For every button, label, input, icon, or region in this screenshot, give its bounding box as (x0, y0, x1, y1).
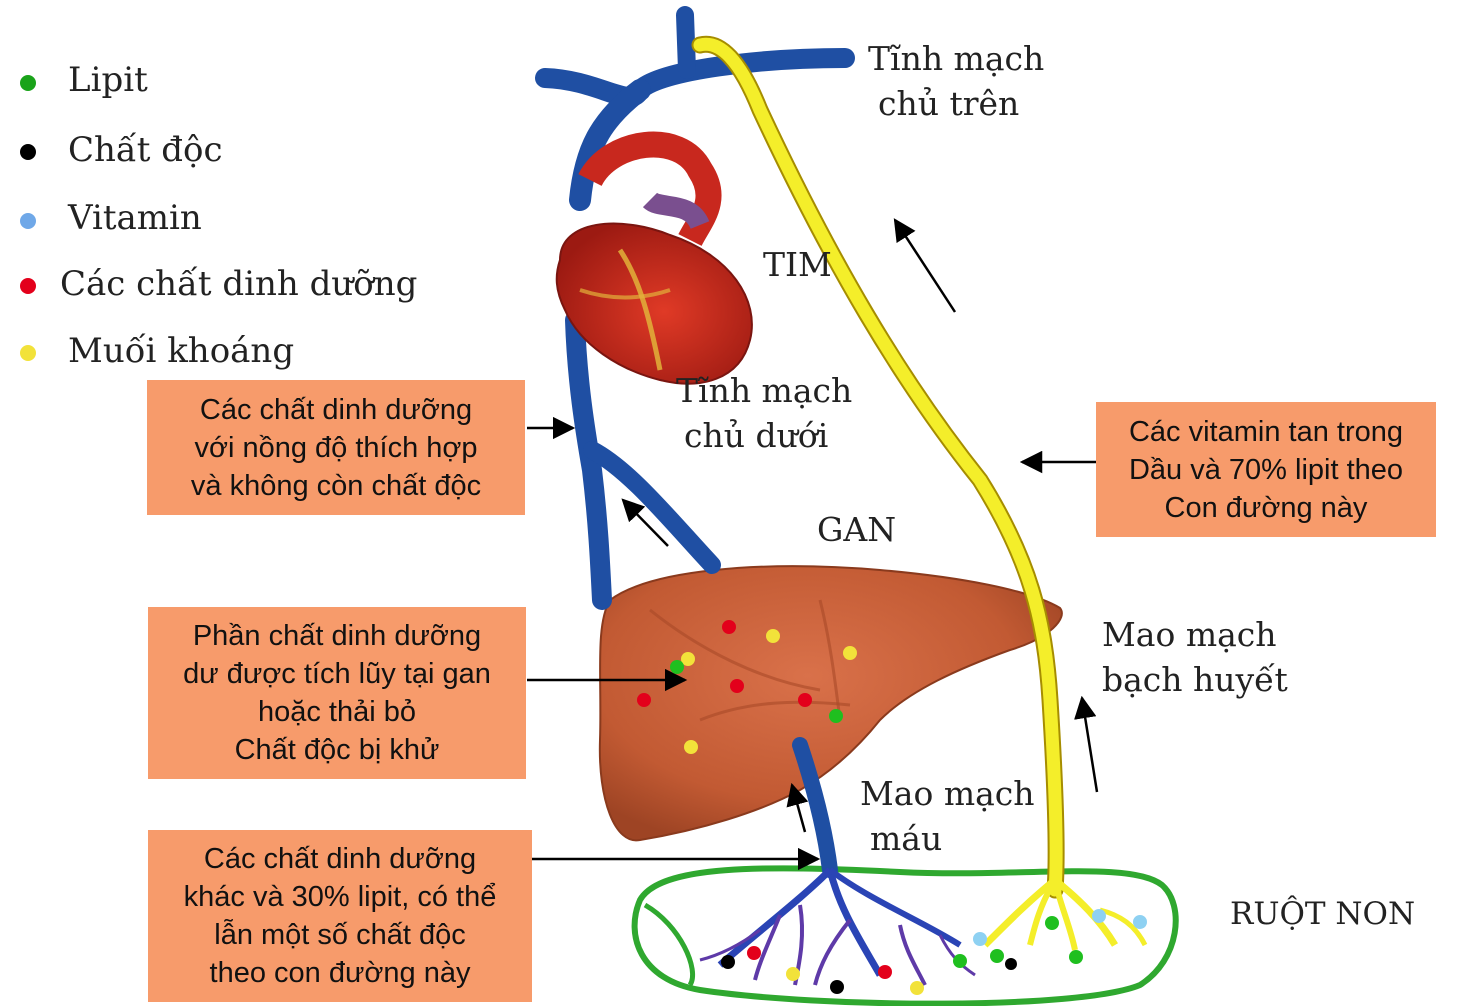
dot-vitamin (1133, 915, 1147, 929)
label-liver: GAN (817, 507, 896, 552)
dot-lipid (670, 660, 684, 674)
legend-label-nutrients: Các chất dinh dưỡng (60, 264, 417, 304)
arrow-svc-up (895, 220, 955, 312)
callout-line: Chất độc bị khử (148, 731, 526, 769)
dot-toxin (830, 980, 844, 994)
label-lymph-line2: bạch huyết (1102, 657, 1288, 702)
legend-dot-nutrient (20, 278, 36, 294)
label-heart: TIM (763, 242, 832, 287)
callout-blood-route: Các chất dinh dưỡng khác và 30% lipit, c… (148, 830, 532, 1002)
legend-dot-vitamin (20, 213, 36, 229)
dot-mineral (766, 629, 780, 643)
legend-label-mineral: Muối khoáng (68, 331, 294, 371)
dot-nutrient (637, 693, 651, 707)
callout-line: theo con đường này (148, 954, 532, 992)
dot-nutrient (722, 620, 736, 634)
legend-dot-mineral (20, 345, 36, 361)
label-lymph-line1: Mao mạch (1102, 612, 1288, 657)
callout-line: Các chất dinh dưỡng (148, 840, 532, 878)
callout-line: Con đường này (1096, 489, 1436, 527)
label-lymph-capillary: Mao mạch bạch huyết (1102, 612, 1288, 702)
dot-nutrient (747, 946, 761, 960)
arrow-portal-up (792, 785, 805, 832)
callout-line: Các chất dinh dưỡng (147, 391, 525, 429)
label-small-intestine: RUỘT NON (1230, 892, 1415, 937)
callout-filtered-nutrients: Các chất dinh dưỡng với nồng độ thích hợ… (147, 380, 525, 515)
dot-nutrient (730, 679, 744, 693)
dot-vitamin (1092, 909, 1106, 923)
callout-line: lẫn một số chất độc (148, 916, 532, 954)
label-svc-line1: Tĩnh mạch (868, 36, 1044, 81)
small-intestine (635, 868, 1176, 1003)
legend-label-vitamin: Vitamin (68, 198, 202, 238)
label-ivc-line1: Tĩnh mạch (676, 368, 852, 413)
callout-line: hoặc thải bỏ (148, 693, 526, 731)
dot-toxin (1005, 958, 1017, 970)
label-blood-line2: máu (860, 816, 1035, 861)
dot-toxin (721, 955, 735, 969)
callout-line: dư được tích lũy tại gan (148, 655, 526, 693)
legend-label-toxin: Chất độc (68, 130, 223, 170)
dot-lipid (1069, 950, 1083, 964)
callout-line: khác và 30% lipit, có thể (148, 878, 532, 916)
dot-lipid (990, 949, 1004, 963)
dot-lipid (829, 709, 843, 723)
label-inferior-vena-cava: Tĩnh mạch chủ dưới (676, 368, 852, 458)
dot-nutrient (798, 693, 812, 707)
dot-mineral (786, 967, 800, 981)
label-ivc-line2: chủ dưới (676, 413, 852, 458)
arrow-lymph-up (1082, 698, 1097, 792)
legend-label-lipid: Lipit (68, 60, 148, 100)
dot-lipid (1045, 916, 1059, 930)
dot-nutrient (878, 965, 892, 979)
dot-lipid (953, 954, 967, 968)
callout-line: với nồng độ thích hợp (147, 429, 525, 467)
label-superior-vena-cava: Tĩnh mạch chủ trên (868, 36, 1044, 126)
callout-line: Dầu và 70% lipit theo (1096, 451, 1436, 489)
callout-liver-storage: Phần chất dinh dưỡng dư được tích lũy tạ… (148, 607, 526, 779)
label-blood-capillary: Mao mạch máu (860, 771, 1035, 861)
legend-dot-lipid (20, 75, 36, 91)
dot-vitamin (973, 932, 987, 946)
callout-line: Phần chất dinh dưỡng (148, 617, 526, 655)
callout-line: Các vitamin tan trong (1096, 413, 1436, 451)
callout-lymph-route: Các vitamin tan trong Dầu và 70% lipit t… (1096, 402, 1436, 537)
callout-line: và không còn chất độc (147, 467, 525, 505)
dot-mineral (843, 646, 857, 660)
dot-mineral (684, 740, 698, 754)
label-svc-line2: chủ trên (868, 81, 1044, 126)
dot-mineral (910, 981, 924, 995)
label-blood-line1: Mao mạch (860, 771, 1035, 816)
legend-dots (20, 75, 36, 361)
legend-dot-toxin (20, 144, 36, 160)
